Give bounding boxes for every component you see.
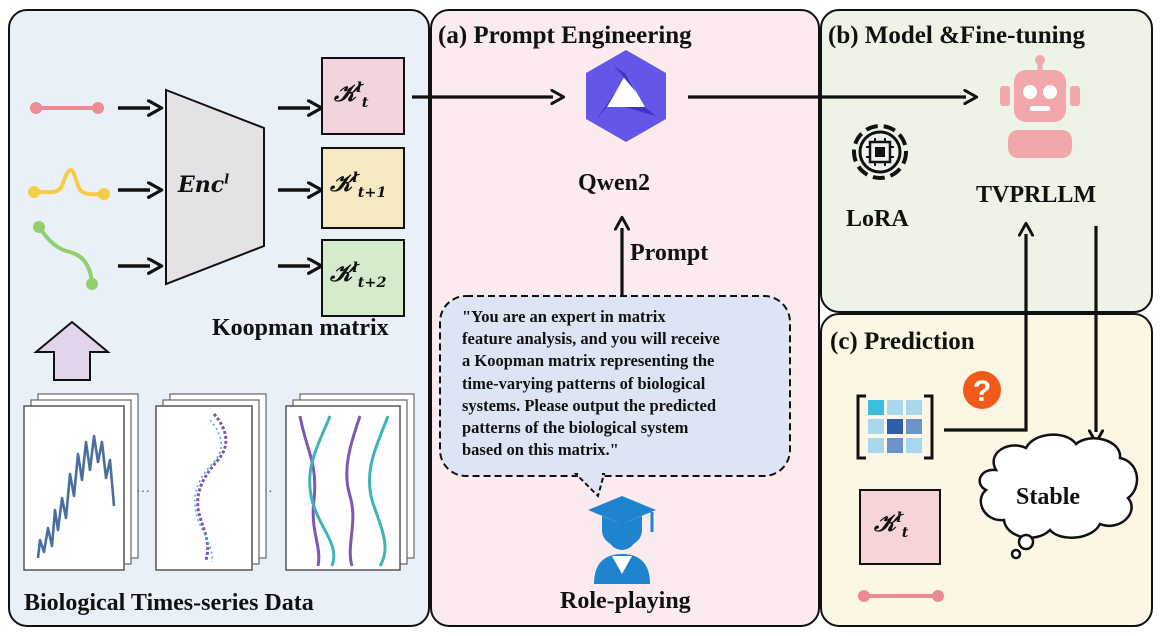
prompt-line: "You are an expert in matrix (462, 307, 666, 326)
series-data-label: Biological Times-series Data (24, 590, 314, 616)
prompt-label: Prompt (630, 240, 709, 266)
heatmap-matrix-icon (856, 394, 934, 460)
lora-gear-chip-icon (852, 124, 908, 180)
svg-text:?: ? (973, 375, 991, 408)
series-stack-2 (155, 393, 267, 571)
koopman-t2-label: 𝒦lt+2 (330, 258, 387, 291)
panel-a-title: (a) Prompt Engineering (438, 22, 692, 49)
panel-b-title: (b) Model &Fine-tuning (828, 22, 1085, 49)
stable-label: Stable (1016, 484, 1081, 510)
koopman-box-t (321, 57, 405, 135)
question-mark-icon: ? (963, 371, 1001, 409)
robot-icon (1000, 55, 1080, 158)
stack-separator-dots: ··· (136, 485, 150, 500)
panel-b (820, 9, 1153, 313)
tvprllm-label: TVPRLLM (976, 182, 1096, 208)
qwen-logo-icon (586, 50, 666, 142)
prompt-line: feature analysis, and you will receive (462, 329, 720, 349)
role-playing-label: Role-playing (560, 588, 691, 614)
series-symbol-green (33, 221, 98, 290)
prompt-line: systems. Please output the predicted (462, 395, 717, 415)
panel-c-title: (c) Prediction (830, 328, 975, 355)
koopman-t-label: 𝒦lt (334, 78, 369, 111)
koopman-t1-label: 𝒦lt+1 (330, 168, 387, 201)
prompt-line: a Koopman matrix representing the (462, 351, 715, 371)
prediction-koopman-box (859, 489, 941, 565)
series-stack-1 (23, 393, 139, 571)
prediction-series-symbol (858, 590, 944, 602)
thought-cloud-icon (978, 433, 1139, 560)
koopman-box-t1 (321, 147, 405, 229)
prompt-line: based on this matrix." (462, 440, 619, 460)
up-arrow-icon (33, 320, 111, 381)
series-stack-3 (285, 393, 415, 571)
series-symbol-yellow (28, 167, 110, 200)
prompt-text: "You are an expert in matrix feature ana… (462, 306, 774, 461)
graduate-user-icon (588, 496, 656, 584)
koopman-matrix-label: Koopman matrix (212, 315, 389, 341)
arrow-heatmap-to-model (944, 234, 1026, 432)
stack-separator-dots-2: · (268, 485, 273, 500)
prompt-speech-bubble (439, 295, 791, 498)
prompt-line: time-varying patterns of biological (462, 373, 706, 393)
encoder-block (165, 88, 265, 286)
koopman-box-t2 (321, 239, 405, 317)
qwen-label: Qwen2 (578, 170, 650, 196)
prompt-line: patterns of the biological system (462, 418, 689, 438)
prediction-koopman-label: 𝒦lt (874, 508, 909, 541)
encoder-label: Encl (178, 172, 230, 198)
lora-label: LoRA (846, 206, 909, 232)
series-symbol-pink (30, 102, 104, 114)
